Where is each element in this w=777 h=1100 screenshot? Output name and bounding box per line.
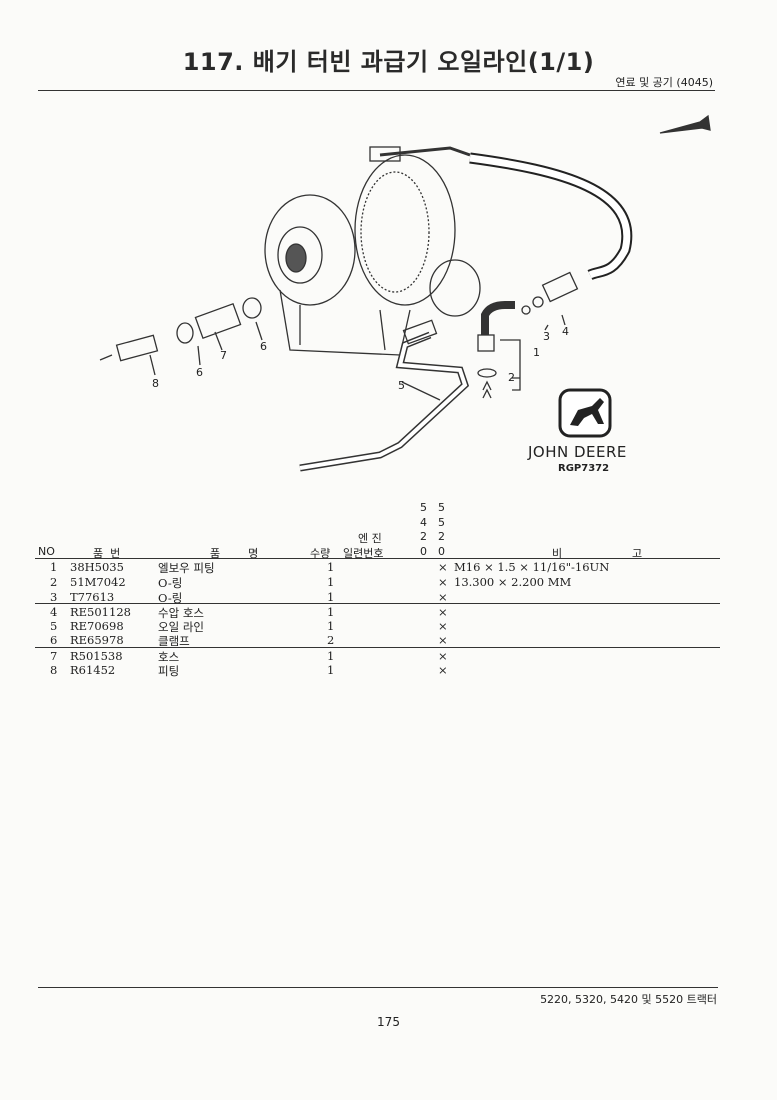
digit: 5: [438, 501, 445, 514]
row-model-mark: ×: [438, 590, 448, 604]
row-no: 1: [50, 560, 58, 574]
row-part-name: 수압 호스: [158, 606, 204, 620]
row-part-name: 오일 라인: [158, 620, 204, 634]
row-part-number: RE501128: [70, 605, 131, 619]
oil-line-upper: [379, 146, 471, 157]
row-model-mark: ×: [438, 575, 448, 589]
row-part-number: 51M7042: [70, 575, 126, 589]
row-part-name: 호스: [158, 650, 180, 664]
row-quantity: 1: [327, 663, 335, 677]
callout-4: 4: [562, 325, 569, 338]
row-model-mark: ×: [438, 633, 448, 647]
row-part-number: R501538: [70, 649, 123, 663]
row-part-number: RE65978: [70, 633, 124, 647]
digit: 4: [420, 515, 427, 529]
row-no: 3: [50, 590, 58, 604]
header-engine: 엔 진: [358, 532, 382, 545]
row-no: 2: [50, 575, 58, 589]
hose-7: [194, 302, 242, 340]
row-part-name: O-링: [158, 576, 183, 590]
elbow-fitting: [481, 301, 515, 335]
row-quantity: 2: [327, 633, 335, 647]
row-remarks: M16 × 1.5 × 11/16"-16UN: [454, 560, 610, 574]
row-quantity: 1: [327, 619, 335, 633]
footer-models: 5220, 5320, 5420 및 5520 트랙터: [540, 993, 717, 1006]
row-model-mark: ×: [438, 649, 448, 663]
row-part-name: 클램프: [158, 634, 190, 648]
header-divider: [38, 90, 715, 91]
row-quantity: 1: [327, 575, 335, 589]
row-quantity: 1: [327, 590, 335, 604]
row-no: 6: [50, 633, 58, 647]
group-divider: [35, 603, 720, 604]
callout-5: 5: [398, 379, 405, 392]
row-no: 8: [50, 663, 58, 677]
turbocharger: [264, 154, 481, 356]
row-remarks: 13.300 × 2.200 MM: [454, 575, 572, 589]
parts-diagram: [99, 114, 711, 472]
row-part-number: R61452: [70, 663, 116, 677]
row-part-name: 피팅: [158, 664, 180, 678]
clamp-6a: [176, 322, 194, 344]
row-quantity: 1: [327, 649, 335, 663]
header-qty: 수량: [310, 547, 331, 560]
callout-8: 8: [152, 377, 159, 390]
row-part-number: T77613: [70, 590, 115, 604]
clamp-6b: [242, 297, 262, 319]
john-deere-logo: [558, 388, 612, 438]
row-no: 5: [50, 619, 58, 633]
row-part-name: O-링: [158, 591, 183, 605]
logo-brand: JOHN DEERE: [528, 443, 627, 461]
digit: 2: [438, 530, 445, 543]
callout-3: 3: [543, 330, 550, 343]
row-part-number: RE70698: [70, 619, 124, 633]
header-no: NO: [38, 545, 55, 558]
header-remarks: 비 고: [552, 547, 643, 560]
footer-divider: [38, 987, 718, 988]
digit: 0: [420, 544, 427, 558]
fitting-8: [115, 334, 159, 362]
direction-arrow-icon: [659, 114, 711, 134]
digit: 5: [420, 501, 427, 514]
row-model-mark: ×: [438, 560, 448, 574]
digit: 5: [438, 515, 445, 529]
row-no: 4: [50, 605, 58, 619]
fitting-top: [369, 146, 401, 162]
oil-line: [299, 331, 470, 472]
callout-6a: 6: [196, 366, 203, 379]
row-quantity: 1: [327, 560, 335, 574]
row-no: 7: [50, 649, 58, 663]
hose-fitting: [541, 271, 579, 303]
row-model-mark: ×: [438, 663, 448, 677]
row-part-name: 엘보우 피팅: [158, 561, 215, 575]
page-number: 175: [377, 1015, 400, 1029]
header-serial: 일련번호: [343, 547, 384, 560]
table-header-divider: [35, 558, 720, 559]
digit: 0: [438, 544, 445, 558]
callout-7: 7: [220, 349, 227, 362]
group-divider: [35, 647, 720, 648]
page-title: 117. 배기 터빈 과급기 오일라인(1/1): [182, 48, 595, 76]
section-label: 연료 및 공기 (4045): [615, 76, 713, 89]
header-name: 품 명: [210, 547, 259, 560]
logo-code: RGP7372: [558, 463, 610, 474]
callout-6b: 6: [260, 340, 267, 353]
callout-1: 1: [533, 346, 540, 359]
row-part-number: 38H5035: [70, 560, 124, 574]
row-model-mark: ×: [438, 619, 448, 633]
callout-2: 2: [508, 371, 515, 384]
row-model-mark: ×: [438, 605, 448, 619]
header-part-no: 품 번: [93, 547, 121, 560]
row-quantity: 1: [327, 605, 335, 619]
digit: 2: [420, 530, 427, 543]
